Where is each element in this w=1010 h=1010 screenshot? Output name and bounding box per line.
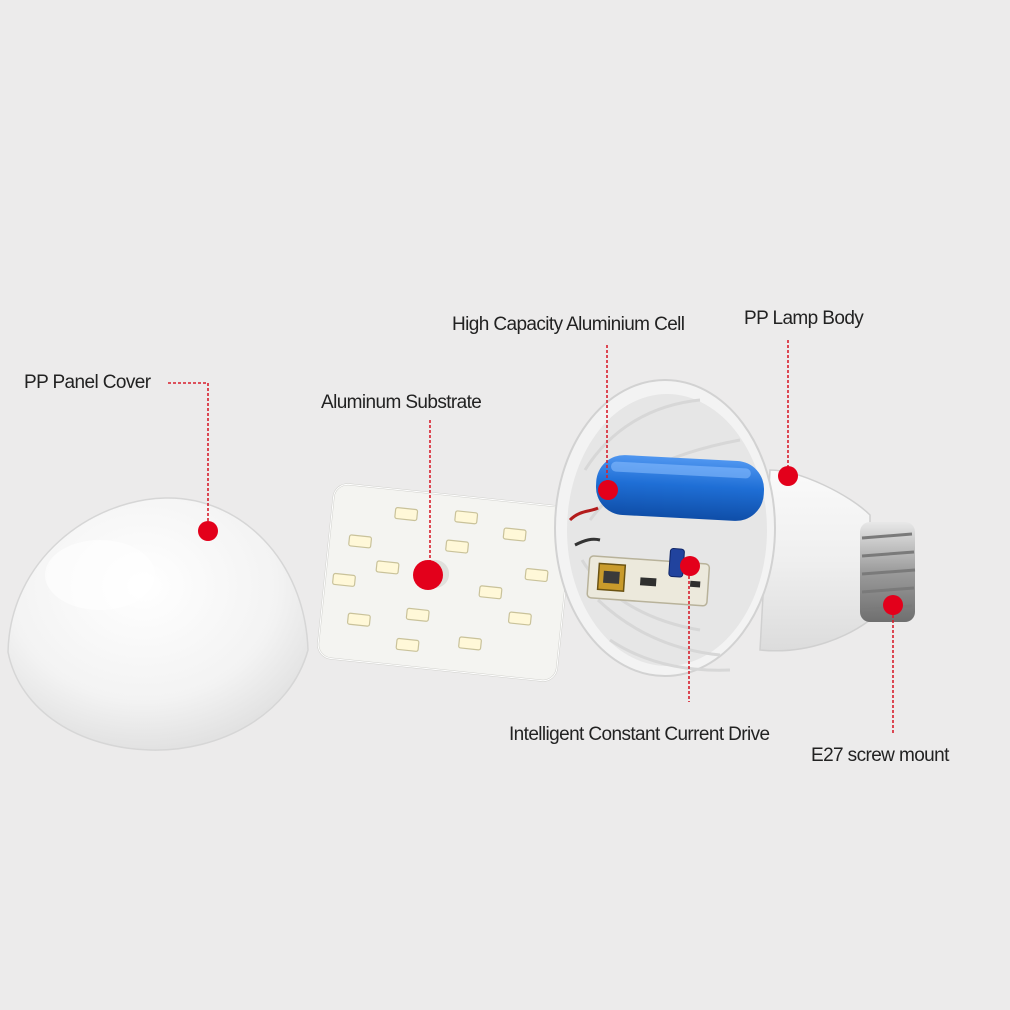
callout-dots bbox=[198, 466, 903, 615]
label-aluminum-substrate: Aluminum Substrate bbox=[321, 392, 482, 413]
e27-screw-base bbox=[860, 522, 916, 622]
aluminum-substrate-board bbox=[317, 483, 574, 682]
lamp-body-shell bbox=[554, 379, 871, 677]
label-e27-screw-mount: E27 screw mount bbox=[811, 745, 949, 766]
callout-leader-lines bbox=[168, 340, 894, 735]
dot-screw-mount bbox=[883, 595, 903, 615]
label-current-drive: Intelligent Constant Current Drive bbox=[509, 724, 770, 745]
label-pp-panel-cover: PP Panel Cover bbox=[24, 372, 151, 393]
led-chip-group bbox=[332, 507, 549, 652]
dot-panel-cover bbox=[198, 521, 218, 541]
label-pp-lamp-body: PP Lamp Body bbox=[744, 308, 864, 329]
constant-current-driver-pcb bbox=[586, 548, 711, 607]
panel-cover-dome bbox=[7, 497, 309, 751]
dot-aluminum-substrate bbox=[413, 560, 443, 590]
dot-aluminium-cell bbox=[598, 480, 618, 500]
dot-current-drive bbox=[680, 556, 700, 576]
leader-panel-cover bbox=[168, 382, 209, 530]
dot-lamp-body bbox=[778, 466, 798, 486]
label-aluminium-cell: High Capacity Aluminium Cell bbox=[452, 314, 685, 335]
aluminium-cell-battery bbox=[568, 455, 765, 547]
